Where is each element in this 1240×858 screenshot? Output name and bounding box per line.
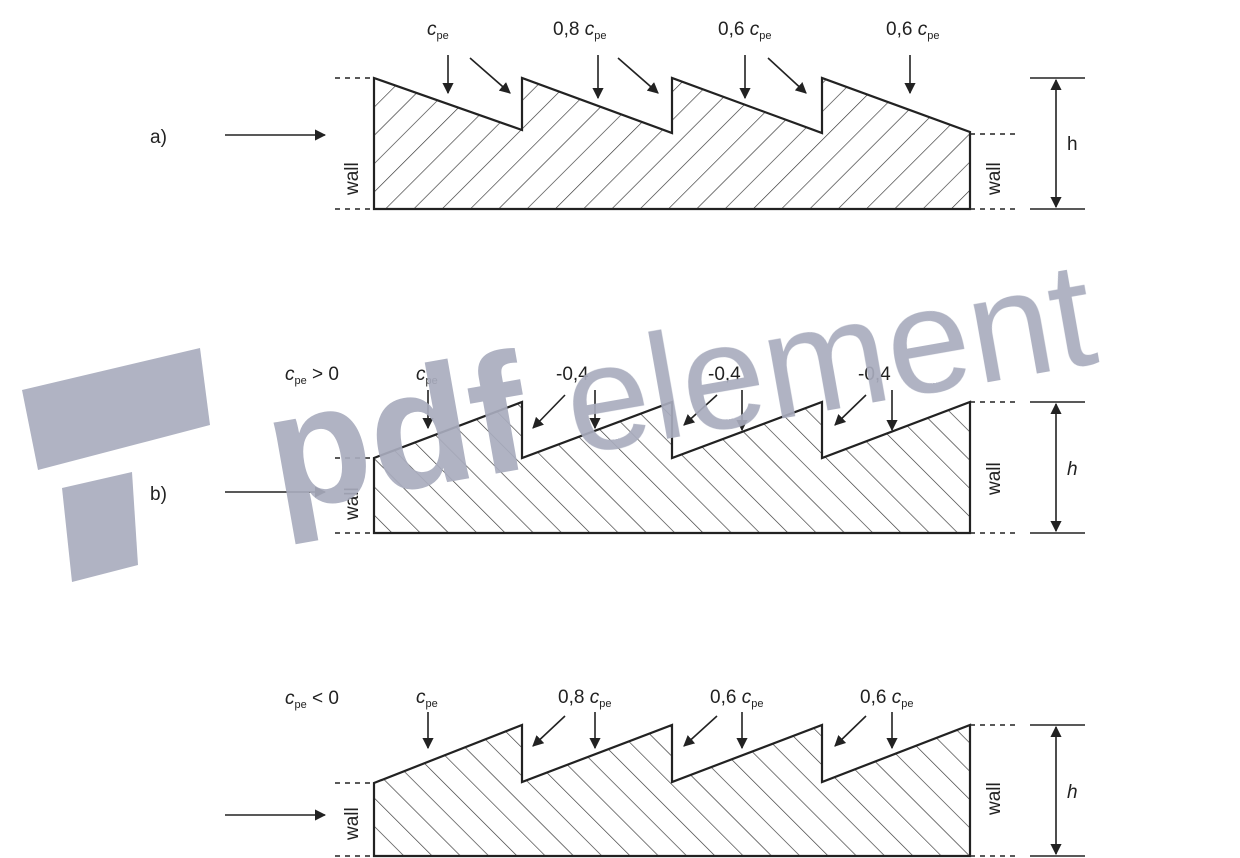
load-label-a-1: cpe xyxy=(427,19,449,42)
diagram-a: a) wall wall h cpe 0,8 cpe 0,6 cpe 0,6 c… xyxy=(150,19,1085,211)
load-label-b-1: cpe xyxy=(416,364,438,387)
diagram-label-a: a) xyxy=(150,127,167,148)
load-label-b-3: -0,4 xyxy=(708,364,741,385)
wall-label-right-b: wall xyxy=(984,462,1005,496)
sign-label-c: cpe < 0 xyxy=(285,688,339,711)
wall-label-left-c: wall xyxy=(342,807,363,841)
load-label-c-3: 0,6 cpe xyxy=(710,687,763,710)
height-label-b: h xyxy=(1067,459,1078,480)
load-label-a-2: 0,8 cpe xyxy=(553,19,606,42)
load-label-b-2: -0,4 xyxy=(556,364,589,385)
load-label-b-4: -0,4 xyxy=(858,364,891,385)
wall-label-right-c: wall xyxy=(984,782,1005,816)
diagram-b: b) cpe > 0 wall wall h cpe -0,4 -0,4 -0,… xyxy=(150,364,1085,535)
sign-label-b: cpe > 0 xyxy=(285,364,339,387)
load-label-c-2: 0,8 cpe xyxy=(558,687,611,710)
watermark-text-light: element xyxy=(551,228,1106,486)
watermark-text-bold: pdf xyxy=(252,317,543,548)
load-label-a-4: 0,6 cpe xyxy=(886,19,939,42)
diagram-label-b: b) xyxy=(150,484,167,505)
wall-label-left-b: wall xyxy=(342,487,363,521)
pdfelement-logo-icon xyxy=(22,348,210,582)
roof-profile-c xyxy=(372,723,972,858)
load-label-c-1: cpe xyxy=(416,687,438,710)
wall-label-left-a: wall xyxy=(342,162,363,196)
wall-label-right-a: wall xyxy=(984,162,1005,196)
load-label-c-4: 0,6 cpe xyxy=(860,687,913,710)
roof-profile-b xyxy=(372,400,972,535)
diagram-c: cpe < 0 wall wall h cpe 0,8 cpe 0,6 cpe … xyxy=(225,687,1085,858)
roof-profile-a xyxy=(372,76,972,211)
height-label-a: h xyxy=(1067,134,1078,155)
load-label-a-3: 0,6 cpe xyxy=(718,19,771,42)
height-label-c: h xyxy=(1067,782,1078,803)
